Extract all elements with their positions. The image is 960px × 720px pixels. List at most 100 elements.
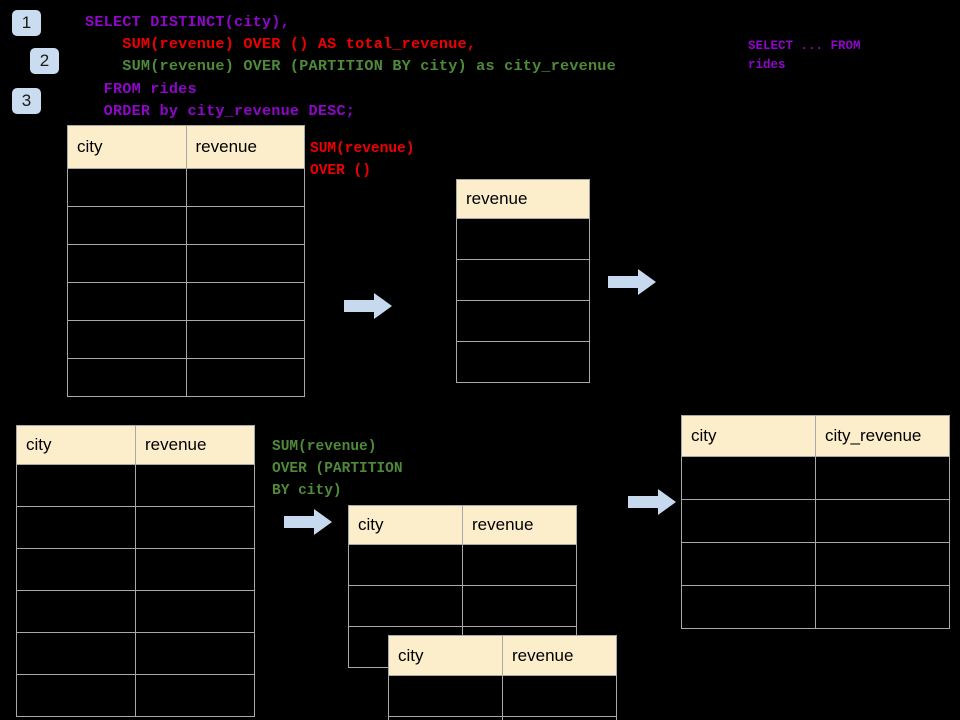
table-row — [456, 341, 590, 383]
annotation-total-revenue-line-2: OVER () — [310, 163, 371, 179]
sql-line-total-revenue: SUM(revenue) OVER () AS total_revenue, — [85, 35, 477, 53]
cell-city — [67, 282, 187, 321]
side-note-line-1: SELECT ... FROM — [748, 39, 861, 53]
column-header-city: city — [681, 415, 816, 457]
cell-revenue — [502, 675, 617, 717]
cell-city-revenue — [815, 585, 950, 629]
cell-revenue — [135, 464, 255, 507]
arrow-source-to-partition-icon — [284, 509, 332, 535]
cell-city — [67, 168, 187, 207]
table-row — [67, 244, 305, 283]
table-partition-b: city revenue — [388, 635, 617, 720]
table-row — [16, 674, 255, 717]
cell-city — [681, 456, 816, 500]
cell-city — [16, 506, 136, 549]
sql-line-from: FROM rides — [85, 80, 197, 98]
cell-revenue — [185, 320, 305, 359]
cell-revenue — [135, 548, 255, 591]
table-result: city city_revenue — [681, 415, 950, 629]
cell-city — [67, 244, 187, 283]
cell-city-revenue — [815, 542, 950, 586]
cell-revenue — [185, 358, 305, 397]
cell-city — [16, 464, 136, 507]
table-row — [681, 499, 950, 543]
table-row — [67, 358, 305, 397]
cell-city — [388, 716, 503, 720]
table-header-row: city city_revenue — [681, 415, 950, 457]
column-header-city: city — [67, 125, 187, 169]
cell-revenue — [135, 674, 255, 717]
column-header-revenue: revenue — [462, 505, 577, 545]
cell-revenue — [185, 282, 305, 321]
cell-city — [348, 544, 463, 586]
cell-city — [348, 585, 463, 627]
cell-city — [16, 590, 136, 633]
cell-revenue — [502, 716, 617, 720]
column-header-revenue: revenue — [456, 179, 590, 219]
arrow-total-to-result-icon — [608, 269, 656, 295]
column-header-city-revenue: city_revenue — [815, 415, 950, 457]
table-row — [681, 456, 950, 500]
sql-line-order-by: ORDER by city_revenue DESC; — [85, 102, 356, 120]
table-header-row: city revenue — [348, 505, 577, 545]
sql-line-select: SELECT DISTINCT(city), — [85, 13, 290, 31]
table-header-row: city revenue — [67, 125, 305, 169]
cell-city — [16, 548, 136, 591]
cell-revenue — [456, 259, 590, 301]
cell-revenue — [185, 244, 305, 283]
arrow-partition-to-result-icon — [628, 489, 676, 515]
table-row — [456, 259, 590, 301]
table-row — [456, 300, 590, 342]
table-row — [348, 585, 577, 627]
table-row — [681, 585, 950, 629]
annotation-partition-line-1: SUM(revenue) — [272, 439, 377, 455]
cell-revenue — [135, 506, 255, 549]
cell-revenue — [185, 168, 305, 207]
cell-city — [681, 585, 816, 629]
sql-line-city-revenue: SUM(revenue) OVER (PARTITION BY city) as… — [85, 57, 616, 75]
column-header-city: city — [348, 505, 463, 545]
cell-city — [67, 206, 187, 245]
column-header-city: city — [388, 635, 503, 676]
cell-revenue — [135, 632, 255, 675]
table-source-top: city revenue — [67, 125, 305, 397]
step-badge-1: 1 — [12, 10, 41, 36]
table-row — [67, 168, 305, 207]
cell-city-revenue — [815, 456, 950, 500]
arrow-source-to-total-icon — [344, 293, 392, 319]
cell-revenue — [185, 206, 305, 245]
table-source-bottom: city revenue — [16, 425, 255, 717]
table-row — [16, 632, 255, 675]
annotation-partition-line-3: BY city) — [272, 483, 342, 499]
table-row — [456, 218, 590, 260]
cell-revenue — [462, 585, 577, 627]
column-header-revenue: revenue — [185, 125, 305, 169]
cell-city — [388, 675, 503, 717]
cell-revenue — [135, 590, 255, 633]
table-row — [16, 464, 255, 507]
table-header-row: city revenue — [16, 425, 255, 465]
cell-city — [681, 499, 816, 543]
table-header-row: revenue — [456, 179, 590, 219]
table-row — [16, 506, 255, 549]
cell-revenue — [456, 300, 590, 342]
table-row — [388, 716, 617, 720]
column-header-revenue: revenue — [135, 425, 255, 465]
table-row — [681, 542, 950, 586]
cell-revenue — [456, 218, 590, 260]
table-row — [67, 206, 305, 245]
step-badge-2: 2 — [30, 48, 59, 74]
table-row — [67, 320, 305, 359]
column-header-revenue: revenue — [502, 635, 617, 676]
cell-revenue — [462, 544, 577, 586]
table-header-row: city revenue — [388, 635, 617, 676]
cell-city — [67, 320, 187, 359]
side-note-line-2: rides — [748, 58, 786, 72]
table-row — [348, 544, 577, 586]
cell-city — [16, 632, 136, 675]
cell-city-revenue — [815, 499, 950, 543]
cell-city — [67, 358, 187, 397]
table-row — [16, 548, 255, 591]
cell-city — [16, 674, 136, 717]
